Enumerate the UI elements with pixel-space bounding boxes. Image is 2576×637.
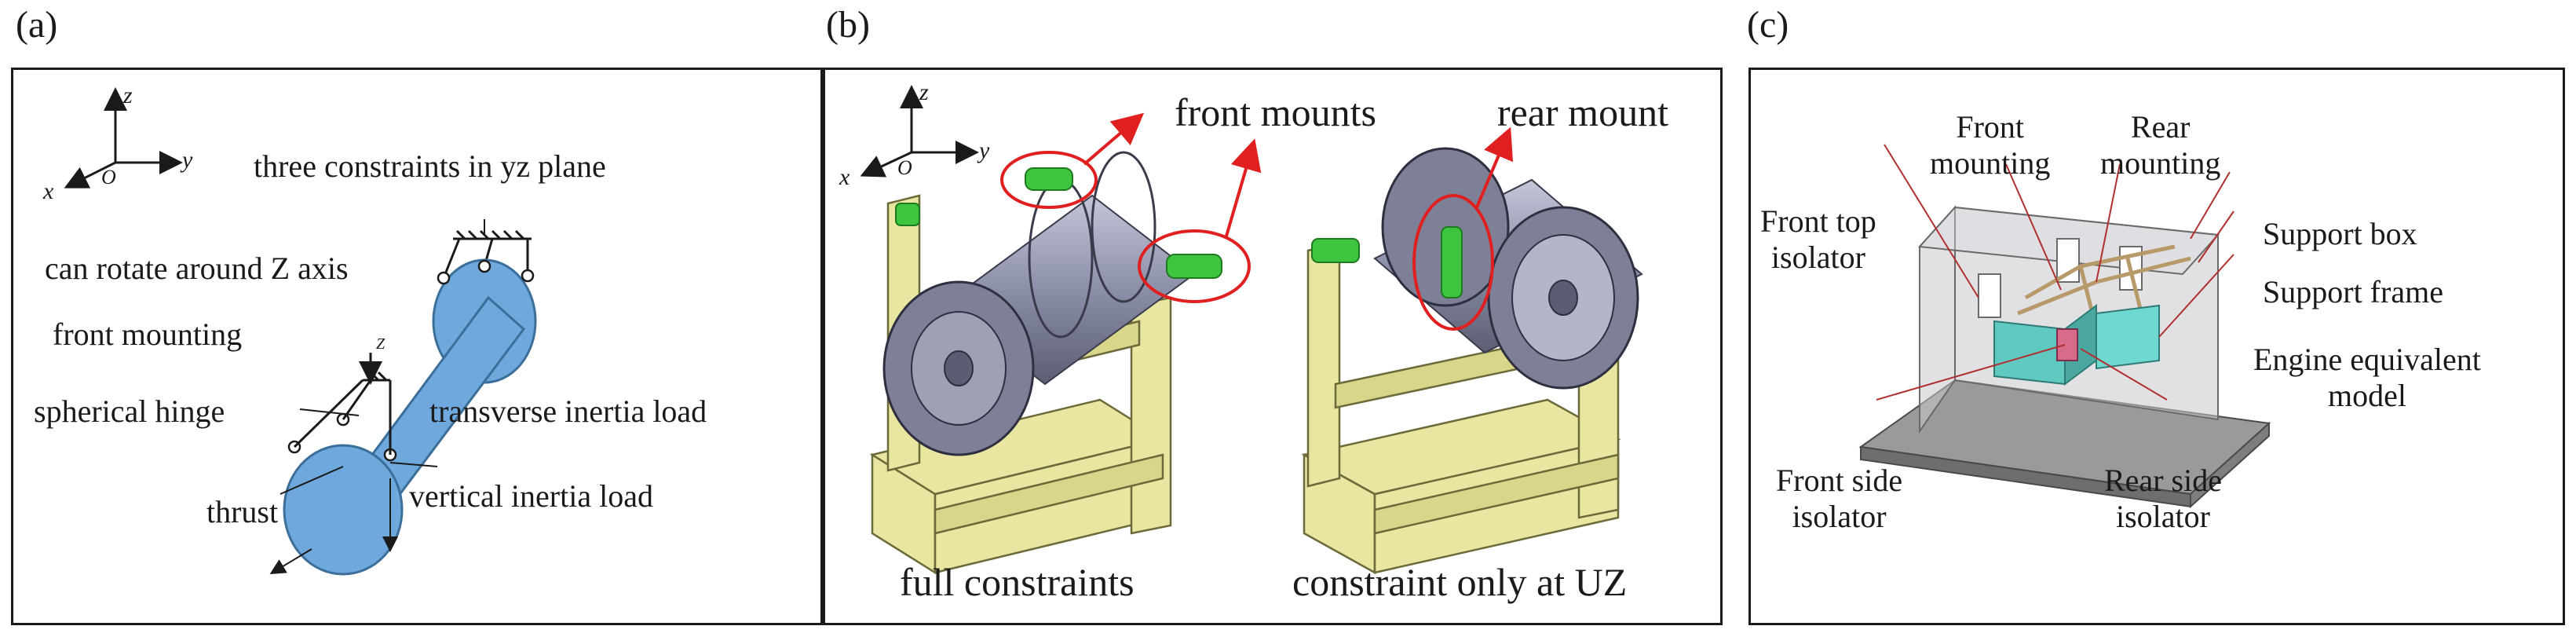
- label-vertical-load: vertical inertia load: [409, 478, 653, 514]
- small-z-label: Z: [376, 335, 385, 353]
- panel-b-diagram: [860, 85, 1643, 575]
- axis-label-x-a: x: [43, 178, 54, 204]
- label-transverse-load: transverse inertia load: [429, 394, 707, 429]
- axis-triad-b: [860, 85, 979, 178]
- axis-label-z-b: z: [919, 79, 929, 105]
- label-support-box: Support box: [2263, 216, 2417, 251]
- label-full-constraints: full constraints: [900, 560, 1135, 604]
- axis-triad-a: [64, 87, 183, 189]
- label-support-frame: Support frame: [2263, 274, 2443, 309]
- label-front-top-isolator: Front top isolator: [1760, 203, 1876, 275]
- axis-label-y-a: y: [182, 147, 193, 173]
- panel-c: Front mounting Rear mounting Front top i…: [1748, 68, 2565, 625]
- label-rear-mounting: Rear mounting: [2100, 109, 2221, 181]
- engine-left: [882, 151, 1196, 456]
- panel-a: z x O y Z three constraints in yz plane …: [11, 68, 823, 625]
- axis-label-z-a: z: [123, 82, 133, 108]
- axis-label-o-a: O: [101, 166, 116, 189]
- label-three-constraints: three constraints in yz plane: [254, 148, 606, 184]
- label-front-mounts: front mounts: [1175, 90, 1376, 134]
- label-front-side-isolator: Front side isolator: [1776, 463, 1903, 534]
- red-highlights: [1000, 112, 1514, 331]
- label-can-rotate: can rotate around Z axis: [45, 251, 349, 286]
- front-disk: [283, 444, 404, 576]
- panel-a-diagram: [64, 87, 537, 576]
- axis-label-y-b: y: [979, 137, 990, 163]
- rear-mount-right: [1311, 226, 1463, 298]
- axis-label-x-b: x: [839, 164, 850, 190]
- leader-lines: [269, 219, 485, 575]
- front-linkage: [293, 353, 392, 455]
- label-rear-side-isolator: Rear side isolator: [2104, 463, 2222, 534]
- engine-model: [1993, 304, 2160, 386]
- panel-b: z x O y front mounts rear mount full con…: [823, 68, 1723, 625]
- label-rear-mount: rear mount: [1497, 90, 1668, 134]
- leader-lines-c: [1876, 144, 2234, 401]
- panel-c-diagram: [1858, 144, 2271, 509]
- axis-label-o-b: O: [897, 156, 912, 179]
- panel-b-label: (b): [826, 4, 870, 46]
- label-thrust: thrust: [206, 494, 279, 529]
- front-mounts-left: [895, 167, 1222, 279]
- panel-c-label: (c): [1747, 4, 1789, 46]
- label-front-mounting-a: front mounting: [53, 317, 243, 352]
- panel-a-label: (a): [16, 4, 58, 46]
- label-constraint-uz: constraint only at UZ: [1292, 560, 1628, 604]
- label-spherical-hinge: spherical hinge: [34, 394, 225, 429]
- label-front-mounting-c: Front mounting: [1930, 109, 2051, 181]
- label-engine-model: Engine equivalent model: [2253, 342, 2481, 413]
